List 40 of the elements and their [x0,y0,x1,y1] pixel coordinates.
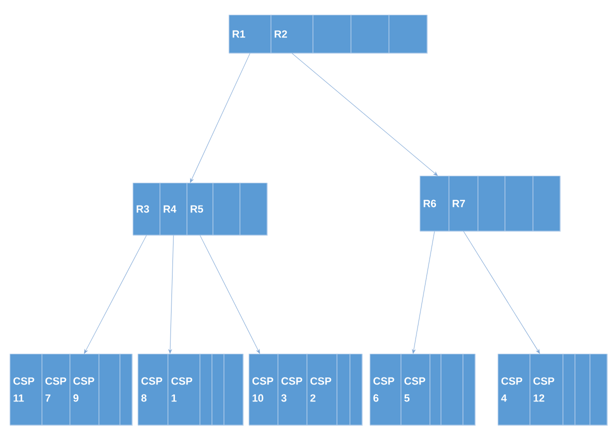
arrow [84,235,147,354]
empty-cell [562,354,576,426]
empty-cell [430,354,442,426]
empty-cell [590,354,608,426]
entry-cell: CSP 10 [248,354,278,426]
empty-cell [478,176,506,232]
arrow [412,231,435,354]
entry-cell: CSP 11 [10,354,42,426]
entry-cell: R7 [448,176,478,232]
empty-cell [504,176,534,232]
empty-cell [200,354,212,426]
entry-cell: R2 [270,14,314,54]
empty-cell [212,354,224,426]
entry-cell: R4 [160,182,188,236]
empty-cell [350,354,362,426]
entry-cell: R1 [228,14,272,54]
entry-cell: CSP 3 [278,354,308,426]
empty-cell [574,354,590,426]
arrow [463,231,540,354]
empty-cell [212,182,240,236]
entry-cell: CSP 8 [138,354,168,426]
empty-cell [224,354,244,426]
empty-cell [532,176,560,232]
empty-cell [336,354,350,426]
arrow [200,235,260,354]
empty-cell [440,354,464,426]
entry-cell: CSP 6 [370,354,402,426]
empty-cell [98,354,120,426]
arrow [168,235,174,354]
entry-cell: R6 [420,176,450,232]
empty-cell [462,354,476,426]
entry-cell: CSP 4 [498,354,530,426]
entry-cell: CSP 7 [42,354,70,426]
entry-cell: CSP 9 [70,354,100,426]
entry-cell: R3 [132,182,160,236]
empty-cell [120,354,132,426]
entry-cell: R5 [186,182,214,236]
arrow [190,53,250,183]
arrow [292,53,438,176]
empty-cell [240,182,268,236]
